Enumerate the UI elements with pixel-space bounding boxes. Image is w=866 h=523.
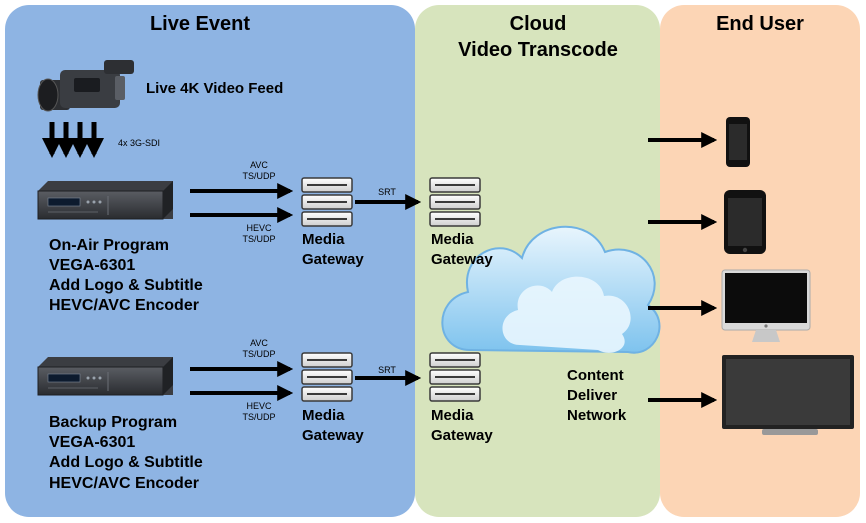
on-air-line4: HEVC/AVC Encoder xyxy=(49,297,199,314)
srt-label: SRT xyxy=(378,187,396,197)
cdn-label-line3: Network xyxy=(567,407,627,424)
end-user-title: End User xyxy=(716,13,804,35)
backup-line2: VEGA-6301 xyxy=(49,434,136,451)
gateway-label-line1: Media xyxy=(302,407,345,424)
avc-transport-label: TS/UDP xyxy=(242,349,276,359)
cloud-title-line1: Cloud xyxy=(509,13,567,35)
sdi-label: 4x 3G-SDI xyxy=(118,138,161,148)
on-air-line2: VEGA-6301 xyxy=(49,257,136,274)
live-feed-label: Live 4K Video Feed xyxy=(146,80,284,97)
cdn-label-line2: Deliver xyxy=(567,387,618,404)
gateway-label-line1: Media xyxy=(431,231,474,248)
end-user-panel xyxy=(660,5,860,517)
hevc-transport-label: TS/UDP xyxy=(242,412,276,422)
phablet-icon xyxy=(724,190,766,254)
server-icon xyxy=(301,177,353,227)
cloud-title-line2: Video Transcode xyxy=(458,39,618,61)
avc-label: AVC xyxy=(250,338,268,348)
backup-line3: Add Logo & Subtitle xyxy=(49,454,203,471)
delivery-arrows xyxy=(648,132,718,408)
server-icon xyxy=(301,352,353,402)
gateway-label-line2: Gateway xyxy=(431,427,493,444)
gateway-label-line1: Media xyxy=(431,407,474,424)
server-icon xyxy=(429,352,481,402)
backup-line4: HEVC/AVC Encoder xyxy=(49,475,199,492)
cdn-label-line1: Content xyxy=(567,367,624,384)
gateway-label-line2: Gateway xyxy=(302,251,364,268)
sdi-arrows xyxy=(42,122,104,158)
srt-arrows xyxy=(355,194,422,386)
gateway-label-line1: Media xyxy=(302,231,345,248)
encoder-device-icon xyxy=(37,356,174,396)
hevc-transport-label: TS/UDP xyxy=(242,234,276,244)
desktop-monitor-icon xyxy=(721,269,811,342)
television-icon xyxy=(722,355,854,435)
encoder-device-icon xyxy=(37,180,174,220)
server-icon xyxy=(429,177,481,227)
on-air-line1: On-Air Program xyxy=(49,237,170,254)
gateway-label-line2: Gateway xyxy=(431,251,493,268)
gateway-label-line2: Gateway xyxy=(302,427,364,444)
encoder-gateway-arrows xyxy=(190,183,294,401)
live-event-title: Live Event xyxy=(149,13,251,35)
hevc-label: HEVC xyxy=(246,223,272,233)
avc-label: AVC xyxy=(250,160,268,170)
backup-line1: Backup Program xyxy=(49,414,178,431)
on-air-line3: Add Logo & Subtitle xyxy=(49,277,203,294)
srt-label: SRT xyxy=(378,365,396,375)
smartphone-icon xyxy=(726,117,750,167)
cloud-icon xyxy=(441,225,661,354)
hevc-label: HEVC xyxy=(246,401,272,411)
avc-transport-label: TS/UDP xyxy=(242,171,276,181)
camera-icon xyxy=(37,60,134,112)
